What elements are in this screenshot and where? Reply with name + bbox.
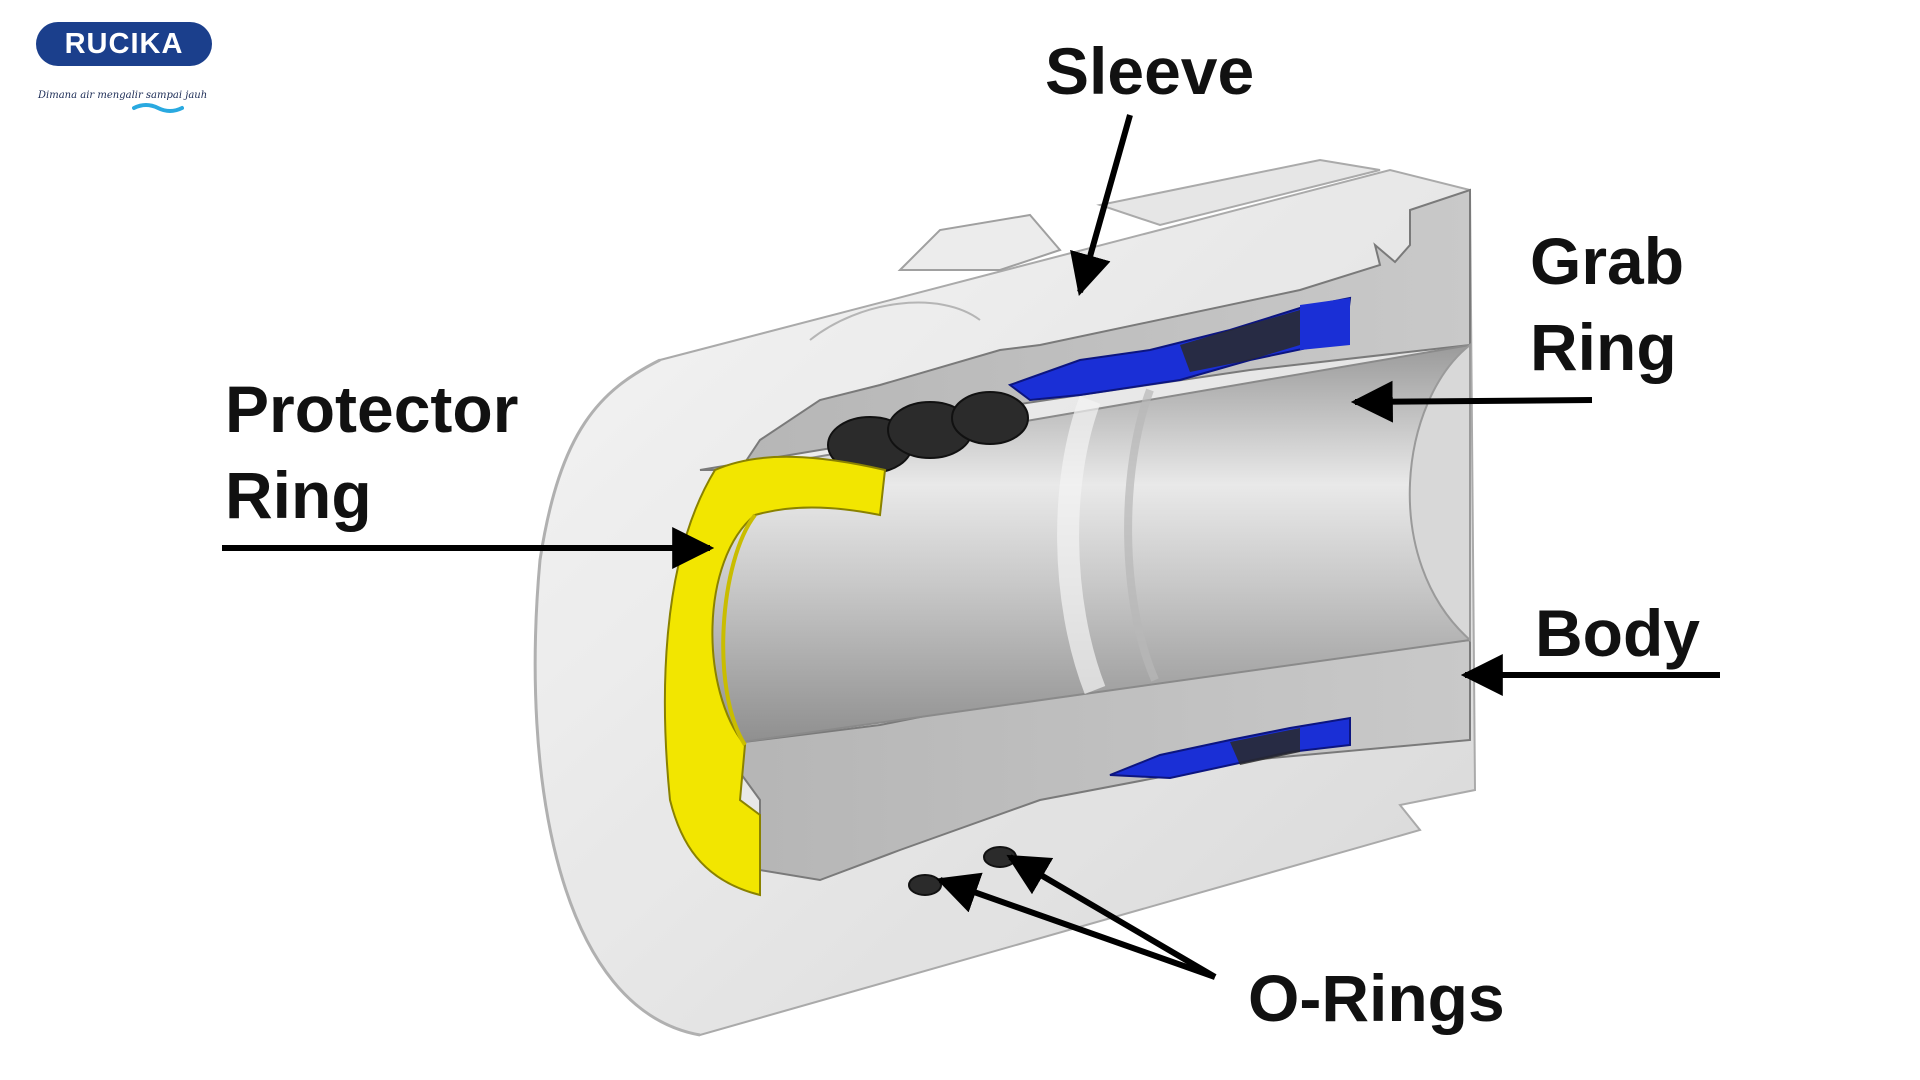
logo-name: RUCIKA	[64, 27, 184, 60]
o-rings	[827, 391, 1029, 896]
protector-ring	[663, 455, 887, 897]
label-sleeve: Sleeve	[1045, 34, 1255, 108]
logo-badge: RUCIKA	[36, 22, 212, 66]
water-wave-icon	[132, 103, 184, 113]
label-protector-ring: Protector Ring	[225, 372, 519, 532]
grab-ring	[1007, 296, 1352, 780]
label-body: Body	[1535, 596, 1700, 670]
logo-tagline: Dimana air mengalir sampai jauh	[38, 90, 208, 101]
label-o-rings: O-Rings	[1248, 961, 1505, 1035]
label-grab-ring: Grab Ring	[1530, 224, 1685, 384]
rucika-logo: RUCIKA Dimana air mengalir sampai jauh	[36, 22, 216, 113]
leader-arrows	[222, 114, 1720, 980]
